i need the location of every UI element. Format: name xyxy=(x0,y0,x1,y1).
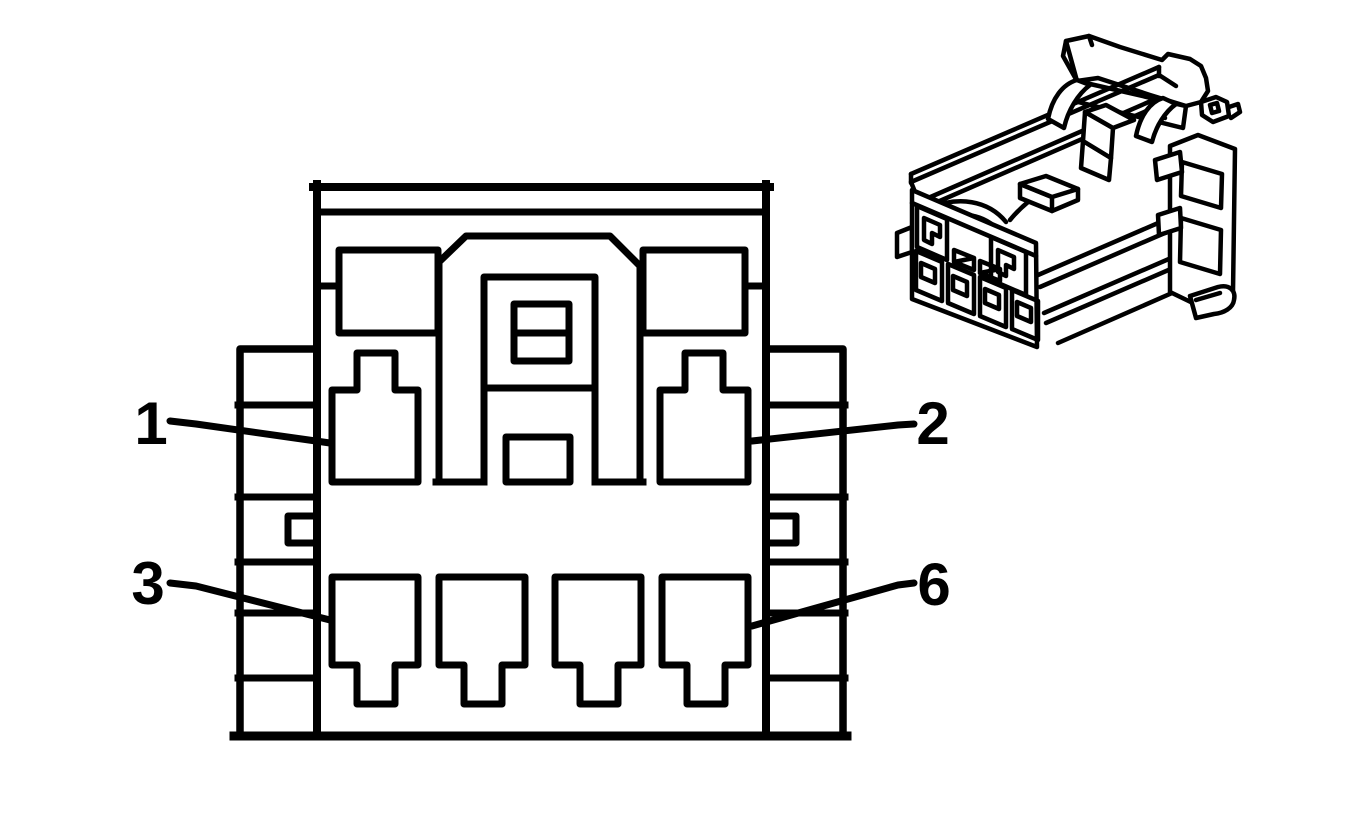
iso-front-face xyxy=(894,187,1041,350)
terminal-cavity-1 xyxy=(328,349,422,486)
iso-upper-cavity-1 xyxy=(914,203,950,263)
iso-index-block xyxy=(1017,173,1081,214)
iso-skirt-rails xyxy=(1035,214,1191,346)
iso-bracket-window-upper xyxy=(1178,159,1225,211)
leader-line-6 xyxy=(748,579,918,630)
terminal-cavity-4 xyxy=(435,573,529,708)
leader-lines xyxy=(166,417,918,630)
connector-front-view: 1 2 3 6 xyxy=(131,180,951,741)
housing-left-outer-wall xyxy=(236,345,321,740)
leader-line-2 xyxy=(748,420,918,445)
keyway-lower-window xyxy=(502,433,574,486)
leader-line-3 xyxy=(166,579,334,624)
iso-key-window-2 xyxy=(977,258,1003,284)
connector-iso-view xyxy=(894,33,1243,350)
pin-label-3: 3 xyxy=(131,550,164,617)
pin-label-1: 1 xyxy=(134,390,167,457)
leader-line-1 xyxy=(166,417,334,447)
upper-right-cavity xyxy=(639,246,749,337)
iso-center-post-top xyxy=(1082,102,1137,131)
center-keyway xyxy=(432,232,647,486)
terminal-cavity-2 xyxy=(656,349,752,486)
pin-label-6: 6 xyxy=(917,551,950,618)
left-keying-slot xyxy=(284,512,321,547)
upper-left-cavity xyxy=(335,246,442,337)
iso-lock-wings xyxy=(1045,77,1179,183)
terminal-cavity-3 xyxy=(328,573,422,708)
iso-lower-cavities xyxy=(913,248,1041,343)
iso-mount-bracket xyxy=(1152,132,1238,321)
iso-lock-bar-end-block xyxy=(1198,94,1232,125)
terminal-cavity-6 xyxy=(658,573,752,708)
iso-bracket-window-lower xyxy=(1177,215,1224,277)
iso-bracket-foot xyxy=(1187,284,1237,321)
iso-key-window-1 xyxy=(951,247,977,273)
right-keying-slot xyxy=(762,512,800,547)
pin-label-2: 2 xyxy=(916,390,949,457)
terminal-cavity-5 xyxy=(551,573,645,708)
housing-right-outer-wall xyxy=(762,345,847,740)
